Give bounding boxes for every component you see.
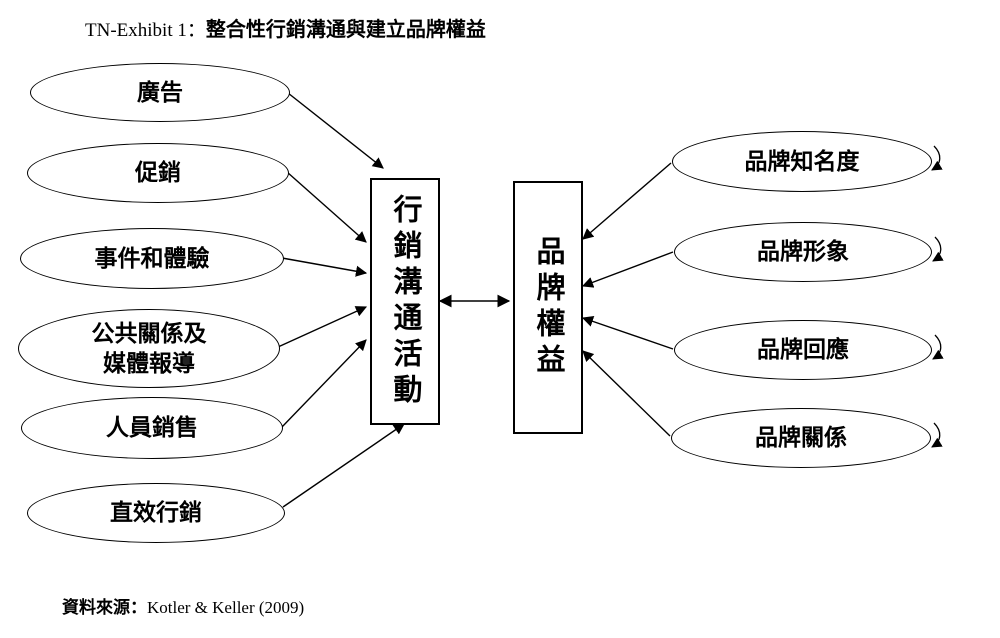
title-text: 整合性行銷溝通與建立品牌權益 <box>205 19 486 41</box>
node-advertising-label: 廣告 <box>137 78 183 105</box>
tip-arrow-relationships <box>931 422 943 448</box>
source-note-prefix: 資料來源： <box>62 598 147 617</box>
node-events-experiences-label: 事件和體驗 <box>94 244 210 271</box>
arrow-promotion-to-marcom <box>286 171 367 243</box>
tip-arrow-image <box>932 236 944 262</box>
tip-arrow-awareness <box>931 145 943 171</box>
arrow-events-to-marcom <box>281 257 368 277</box>
source-note: 資料來源：Kotler & Keller (2009) <box>62 593 304 618</box>
arrow-direct-marketing-to-marcom <box>282 423 405 508</box>
node-promotion-label: 促銷 <box>135 159 181 186</box>
node-brand-image: 品牌形象 <box>674 222 932 282</box>
node-advertising: 廣告 <box>30 63 290 122</box>
box-marketing-communication-label: 行銷溝通活動 <box>389 193 421 410</box>
node-direct-marketing-label: 直效行銷 <box>110 499 202 526</box>
arrow-responses-to-brand-equity <box>581 315 674 350</box>
node-brand-responses-label: 品牌回應 <box>757 336 849 363</box>
node-personal-selling-label: 人員銷售 <box>106 414 198 441</box>
arrow-pr-to-marcom <box>277 306 368 348</box>
node-promotion: 促銷 <box>27 143 289 203</box>
source-note-citation: Kotler & Keller (2009) <box>147 598 305 617</box>
node-brand-image-label: 品牌形象 <box>757 238 849 265</box>
box-brand-equity-label: 品牌權益 <box>532 235 564 380</box>
node-brand-relationships-label: 品牌關係 <box>755 424 847 451</box>
node-brand-awareness-label: 品牌知名度 <box>744 147 860 174</box>
node-direct-marketing: 直效行銷 <box>27 483 285 543</box>
node-personal-selling: 人員銷售 <box>21 397 283 459</box>
page-title: TN-Exhibit 1：整合性行銷溝通與建立品牌權益 <box>85 13 486 42</box>
arrow-personal-selling-to-marcom <box>280 339 367 429</box>
node-events-experiences: 事件和體驗 <box>20 228 284 289</box>
node-brand-awareness: 品牌知名度 <box>672 131 932 192</box>
node-brand-relationships: 品牌關係 <box>671 408 931 468</box>
node-brand-responses: 品牌回應 <box>674 320 932 380</box>
node-public-relations-label: 公共關係及 媒體報導 <box>91 319 207 376</box>
node-public-relations: 公共關係及 媒體報導 <box>18 309 280 388</box>
arrow-relationships-to-brand-equity <box>582 350 671 437</box>
box-brand-equity: 品牌權益 <box>513 181 583 434</box>
arrow-image-to-brand-equity <box>581 251 674 288</box>
arrow-advertising-to-marcom <box>287 92 384 169</box>
arrow-awareness-to-brand-equity <box>582 162 672 240</box>
tip-arrow-responses <box>932 334 944 360</box>
title-exhibit-number: TN-Exhibit 1： <box>85 20 206 41</box>
box-marketing-communication: 行銷溝通活動 <box>370 178 440 425</box>
